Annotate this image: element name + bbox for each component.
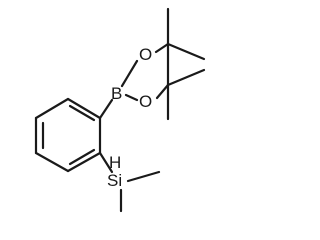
dioxaborolane-ring <box>120 42 170 102</box>
methyl-groups <box>119 7 206 213</box>
bond-ring-boron <box>98 98 114 120</box>
bond-boron-oxygen-bottom <box>124 93 139 102</box>
silicon-label: Si <box>107 171 122 190</box>
ring-double-bond-1 <box>68 104 96 122</box>
bond-boron-oxygen-top <box>120 59 139 88</box>
benzene-ring <box>34 97 102 173</box>
structure-diagram: B O O Si H <box>34 7 206 213</box>
ring-bond-3 <box>66 151 102 173</box>
bond-oxygen-top-carbon <box>154 42 170 54</box>
ring-bond-1 <box>66 97 102 120</box>
oxygen-top-label: O <box>139 45 152 64</box>
methyl-bond-top-right <box>166 42 206 61</box>
methyl-bond-bottom-right <box>166 68 206 87</box>
bond-ring-silicon <box>98 151 114 174</box>
oxygen-bottom-label: O <box>139 92 152 111</box>
ring-double-bond-2 <box>68 148 96 166</box>
ring-bond-6 <box>34 97 70 120</box>
bond-oxygen-bottom-carbon <box>155 83 170 100</box>
silicon-hydrogen-label: H <box>109 153 121 172</box>
ring-bond-4 <box>34 151 70 173</box>
boron-label: B <box>111 84 122 103</box>
silicon-methyl-bond-right <box>126 170 161 183</box>
